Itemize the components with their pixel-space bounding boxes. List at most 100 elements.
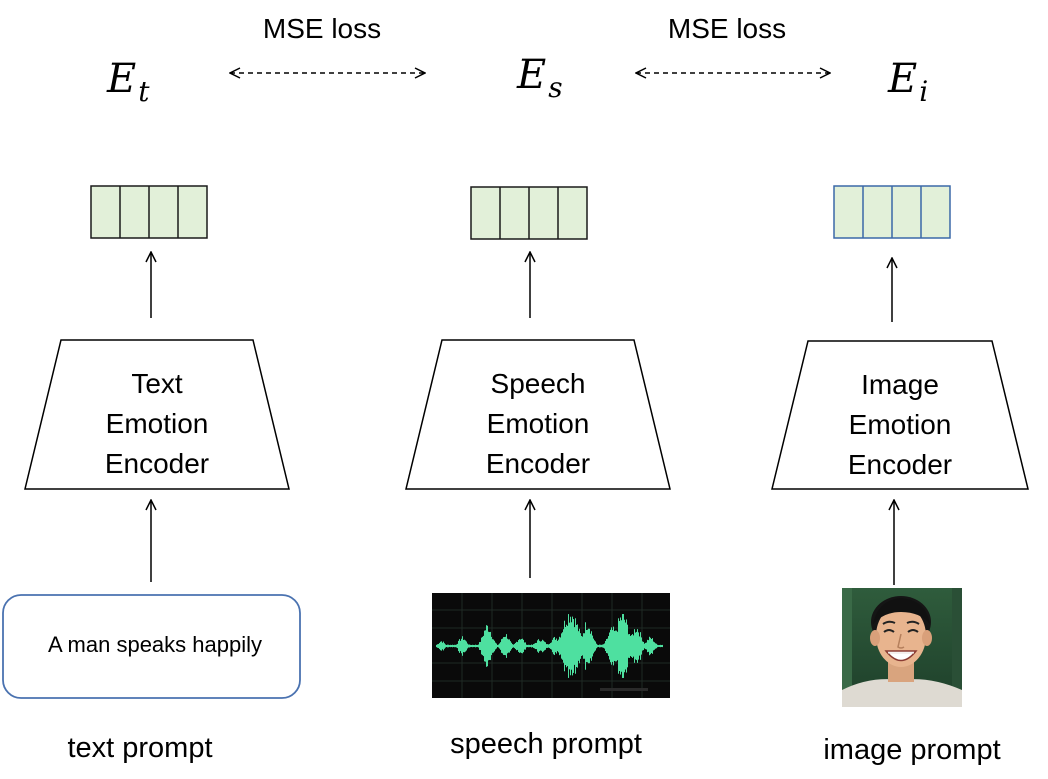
waveform-bar	[461, 638, 462, 654]
waveform-bar	[603, 644, 604, 648]
waveform-bar	[662, 644, 663, 648]
waveform-bar	[601, 644, 602, 648]
waveform-bar	[653, 641, 654, 651]
waveform-bar	[442, 642, 443, 650]
waveform-bar	[655, 643, 656, 649]
waveform-bar	[625, 622, 626, 670]
waveform-bar	[516, 641, 517, 651]
waveform-bar	[476, 644, 477, 648]
waveform-bar	[464, 639, 465, 653]
waveform-bar	[563, 629, 564, 663]
waveform-bar	[650, 637, 651, 655]
waveform-bar	[541, 641, 542, 651]
waveform-bar	[540, 641, 541, 651]
waveform-bar	[498, 644, 499, 648]
waveform-bar	[535, 642, 536, 650]
waveform-bar	[451, 645, 452, 647]
waveform-bar	[641, 637, 642, 655]
waveform-bar	[443, 641, 444, 651]
waveform-bar	[500, 642, 501, 650]
waveform-bar	[576, 624, 577, 668]
waveform-bar	[586, 630, 587, 662]
waveform-bar	[484, 630, 485, 662]
waveform-bar	[453, 645, 454, 647]
waveform-bar	[471, 645, 472, 647]
waveform-bar	[532, 644, 533, 648]
waveform-bar	[617, 631, 618, 661]
waveform-bar	[656, 643, 657, 649]
waveform-bar	[526, 644, 527, 648]
caption-image-prompt: image prompt	[823, 734, 1000, 766]
waveform-bar	[571, 622, 572, 670]
waveform-bar	[514, 643, 515, 649]
waveform-bar	[549, 643, 550, 649]
waveform-bar	[574, 627, 575, 665]
waveform-bar	[438, 643, 439, 649]
waveform-bar	[597, 644, 598, 648]
waveform-bar	[454, 644, 455, 648]
waveform-bar	[627, 624, 628, 668]
waveform-bar	[644, 643, 645, 649]
waveform-bar	[469, 644, 470, 648]
waveform-bar	[449, 645, 450, 647]
waveform-bar	[548, 644, 549, 648]
waveform-bar	[444, 643, 445, 649]
waveform-bar	[507, 638, 508, 654]
waveform-bar	[645, 642, 646, 650]
svg-text:Image: Image	[861, 369, 939, 400]
waveform-bar	[562, 632, 563, 660]
waveform-bar	[632, 634, 633, 658]
waveform-bar	[480, 641, 481, 651]
embedding-vector-text	[90, 185, 208, 239]
waveform-bar	[652, 638, 653, 654]
waveform-bar	[503, 637, 504, 655]
waveform-bar	[558, 639, 559, 653]
waveform-bar	[557, 640, 558, 652]
speech-waveform-image	[432, 593, 670, 698]
waveform-bar	[539, 640, 540, 652]
waveform-bar	[510, 641, 511, 651]
waveform-bar	[609, 632, 610, 660]
waveform-bar	[553, 637, 554, 655]
waveform-bar	[566, 624, 567, 668]
waveform-bar	[578, 631, 579, 661]
waveform-bar	[509, 639, 510, 653]
waveform-bar	[643, 641, 644, 651]
waveform-bar	[607, 638, 608, 654]
waveform-bar	[620, 617, 621, 675]
waveform-bar	[588, 628, 589, 664]
waveform-bar	[582, 636, 583, 656]
waveform-bar	[479, 642, 480, 650]
waveform-bar	[615, 630, 616, 662]
waveform-bar	[525, 642, 526, 650]
waveform-bar	[436, 644, 437, 648]
waveform-bar	[624, 619, 625, 673]
waveform-bar	[441, 641, 442, 651]
image-emotion-encoder: Image Emotion Encoder	[771, 340, 1029, 490]
svg-text:A man speaks happily: A man speaks happily	[48, 632, 262, 657]
embedding-vector-speech	[470, 186, 588, 240]
waveform-bar	[591, 631, 592, 661]
waveform-bar	[513, 644, 514, 648]
svg-text:Ei: Ei	[887, 56, 928, 108]
waveform-bar	[647, 639, 648, 653]
waveform-bar	[547, 644, 548, 648]
waveform-bar	[528, 644, 529, 648]
waveform-bar	[605, 640, 606, 652]
waveform-bar	[457, 643, 458, 649]
waveform-bar	[494, 640, 495, 652]
waveform-bar	[560, 637, 561, 655]
waveform-bar	[622, 614, 623, 678]
waveform-bar	[600, 644, 601, 648]
waveform-bar	[475, 644, 476, 648]
waveform-bar	[654, 642, 655, 650]
waveform-bar	[463, 639, 464, 653]
svg-text:Text: Text	[131, 368, 183, 399]
waveform-bar	[544, 641, 545, 651]
waveform-bar	[501, 639, 502, 653]
waveform-bar	[466, 641, 467, 651]
waveform-bar	[499, 643, 500, 649]
waveform-bar	[529, 644, 530, 648]
waveform-bar	[621, 620, 622, 672]
